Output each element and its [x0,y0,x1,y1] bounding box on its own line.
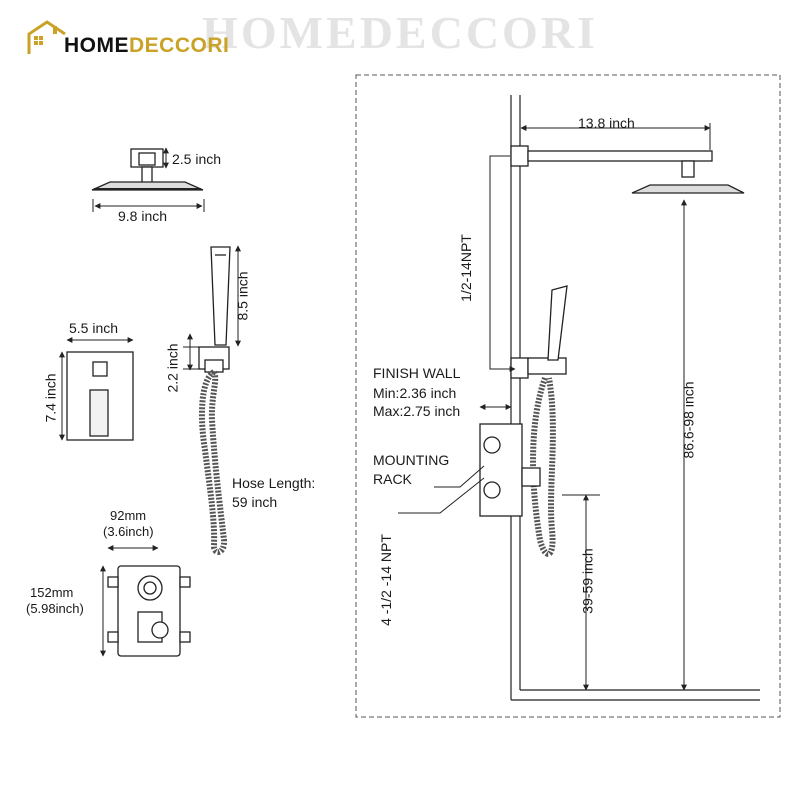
mounting-rack-label-2: RACK [373,471,412,487]
showerhead-width-label: 9.8 inch [118,208,168,224]
holder-height-label: 2.2 inch [164,343,181,393]
valve-height-mm-label: 152mm [30,585,74,600]
plate-height-label: 7.4 inch [42,373,59,423]
rough-in-valve [107,565,191,657]
watermark-text: HOMEDECCORI [202,7,598,58]
logo-wordmark: HOMEDECCORI [64,35,229,56]
house-logo-icon [27,20,66,54]
finish-wall-title: FINISH WALL [373,365,461,381]
hand-shower [198,246,231,373]
valve-width-in-label: (3.6inch) [103,524,154,539]
handshower-length-label: 8.5 inch [234,271,251,321]
arm-thread-label: 1/2-14NPT [457,234,474,302]
brand-logo: HOMEDECCORI [26,20,229,56]
valve-height-in-label: (5.98inch) [26,601,84,616]
logo-text-deccori: DECCORI [129,34,230,57]
hose-coil [198,369,228,555]
installation-frame [355,74,781,718]
valve-thread-label: 4 -1/2 -14 NPT [377,534,394,626]
shower-arm [510,145,745,194]
mounting-rack-label-1: MOUNTING [373,452,450,468]
slide-bar-holder [510,285,568,379]
wall [510,95,760,701]
valve-width-mm-label: 92mm [110,508,147,523]
plate-width-label: 5.5 inch [69,320,119,336]
showerhead-height-label: 2.5 inch [172,151,222,167]
logo-text-home: HOME [64,34,129,57]
finish-wall-max: Max:2.75 inch [373,403,461,419]
hose-length-value: 59 inch [232,494,278,510]
hose-installed [530,376,556,557]
arm-length-label: 13.8 inch [578,115,635,131]
trim-plate [66,351,134,441]
valve-installed [479,423,541,517]
head-height-label: 86.6-98 inch [680,381,697,459]
hose-length-title: Hose Length: [232,475,316,491]
finish-wall-min: Min:2.36 inch [373,385,457,401]
outlet-height-label: 39-59 inch [579,548,596,614]
